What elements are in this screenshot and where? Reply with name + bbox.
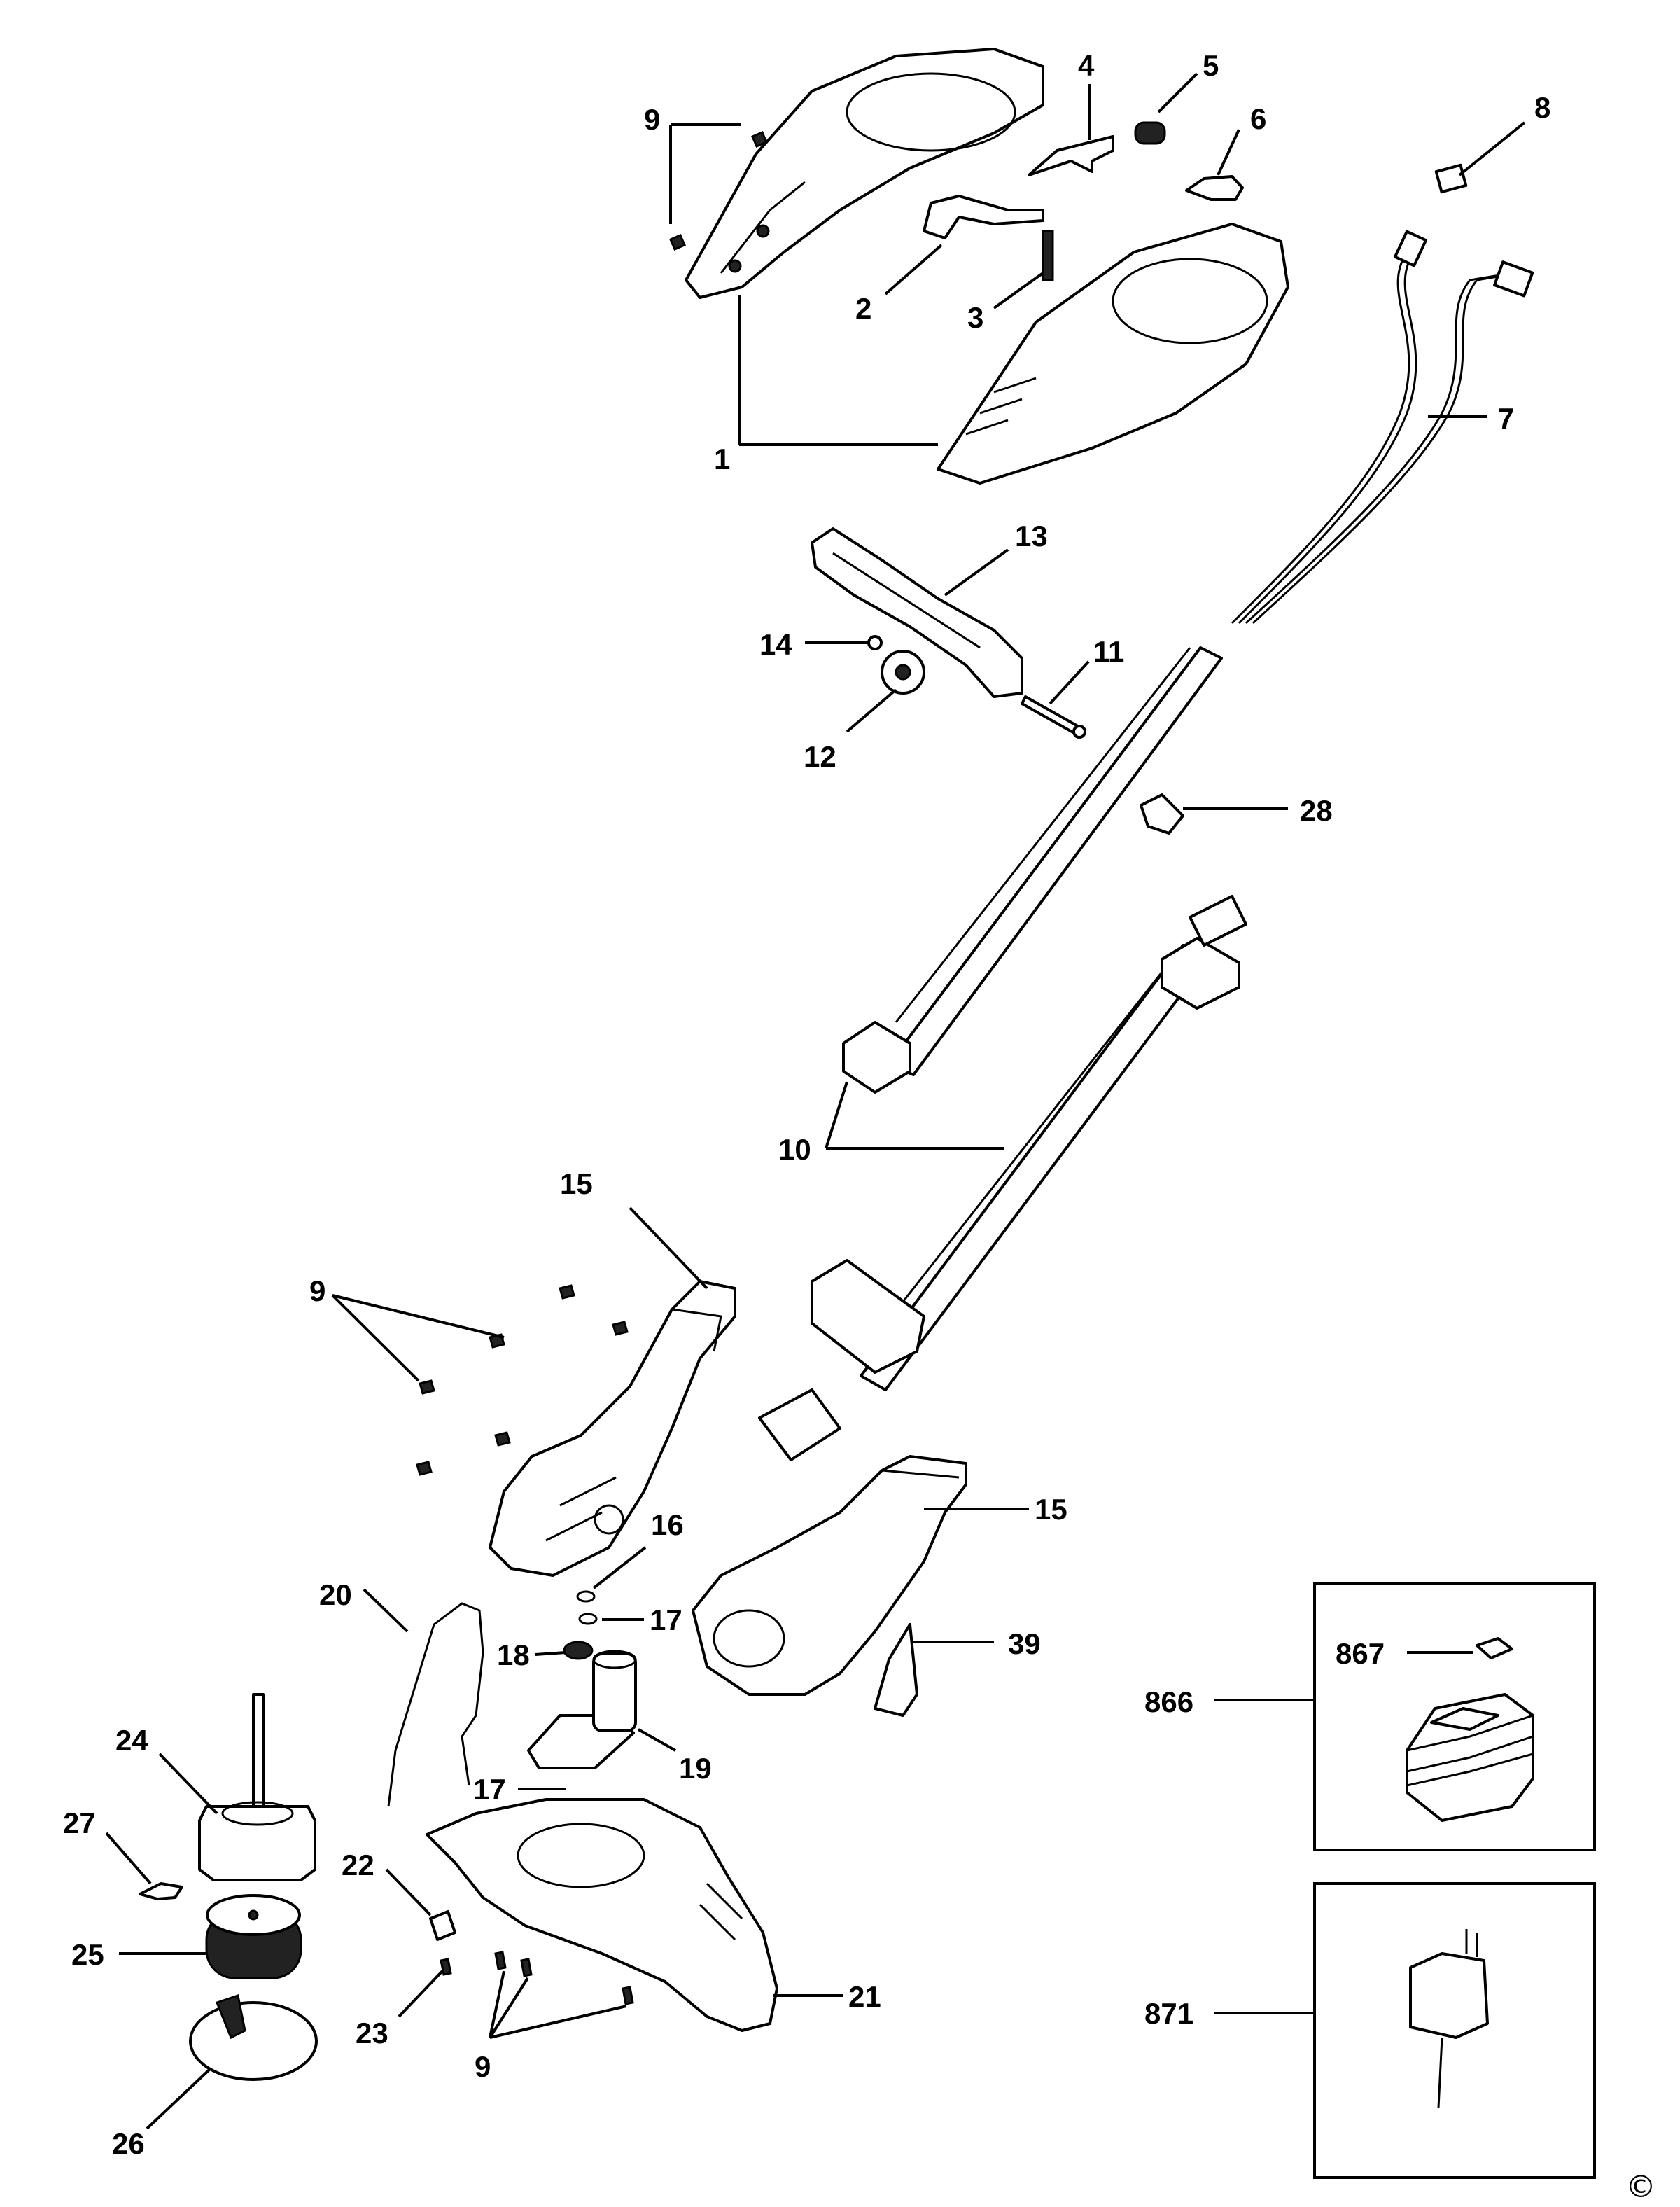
part-2-switch-trigger [923,195,1044,239]
callout-11: 11 [1093,635,1124,668]
callout-28: 28 [1300,794,1333,827]
callout-6: 6 [1250,102,1266,135]
part-7-wiring-harness [1231,230,1534,625]
part-10-telescoping-shaft [758,646,1247,1461]
part-26-spool-cover [189,1994,318,2081]
callout-24: 24 [115,1724,148,1757]
part-1-handle-housing [685,48,1289,485]
callout-14: 14 [760,628,792,661]
callout-3: 3 [967,301,983,334]
leader-lines [105,72,1526,2130]
callout-9-middle: 9 [309,1274,326,1307]
part-19-motor [527,1650,637,1769]
part-15-motor-housing [489,1280,967,1696]
callout-8: 8 [1534,91,1550,124]
part-39-cover-plate [874,1623,918,1717]
part-4-lock-off-button [1028,135,1114,176]
callout-2: 2 [855,292,872,325]
callout-1: 1 [714,443,730,475]
part-25-spool [205,1894,302,1979]
callout-39: 39 [1008,1627,1041,1660]
part-21-guard [426,1798,778,2032]
battery-kit-box [1313,1582,1596,1851]
callout-867: 867 [1336,1637,1385,1670]
part-8-connector [1434,163,1468,194]
copyright-symbol: © [1625,2169,1656,2205]
callout-17-upper: 17 [650,1603,682,1636]
callout-15-upper: 15 [560,1167,593,1200]
part-6-clip [1185,175,1244,201]
callout-27: 27 [63,1806,96,1839]
part-27-spring-clip [139,1882,183,1900]
callout-21: 21 [848,1980,881,2013]
callout-13: 13 [1015,520,1048,552]
part-9-screws-top [669,131,768,251]
part-867-terminal-cover [1476,1637,1513,1659]
part-20-edge-guide [387,1602,484,1807]
part-22-tab [429,1910,456,1941]
part-9-screws-middle [416,1284,629,1476]
part-18-bearing [563,1641,594,1660]
part-28-shaft-collar [1140,793,1184,835]
part-11-bolt [1021,695,1086,739]
charger-box [1313,1882,1596,2179]
callout-18: 18 [497,1638,530,1671]
callout-25: 25 [71,1938,104,1971]
callout-23: 23 [356,2017,388,2049]
part-12-knob [881,650,925,695]
callout-16: 16 [651,1508,684,1541]
callout-866: 866 [1144,1685,1194,1718]
callout-871: 871 [1144,1997,1194,2030]
part-14-nut [867,635,883,650]
callout-17-lower: 17 [473,1773,506,1806]
callout-5: 5 [1203,49,1219,82]
part-24-spool-hub [198,1693,316,1881]
part-5-plug [1134,121,1166,145]
part-23-screw [440,1958,452,1976]
part-16-washer [576,1590,596,1603]
callout-10: 10 [778,1133,811,1166]
callout-22: 22 [342,1849,374,1881]
callout-20: 20 [319,1578,352,1611]
callout-4: 4 [1078,49,1095,82]
callout-12: 12 [804,740,836,773]
part-9-screws-bottom [494,1951,634,2005]
part-13-auxiliary-handle [811,527,1023,698]
part-17-washer-upper [578,1613,598,1625]
callout-7: 7 [1498,402,1514,435]
callout-26: 26 [112,2127,145,2160]
part-3-spring [1042,230,1054,281]
callout-15-lower: 15 [1035,1493,1068,1526]
callout-19: 19 [679,1752,712,1785]
callout-9-top: 9 [644,103,660,136]
callout-9-bottom: 9 [475,2050,491,2083]
